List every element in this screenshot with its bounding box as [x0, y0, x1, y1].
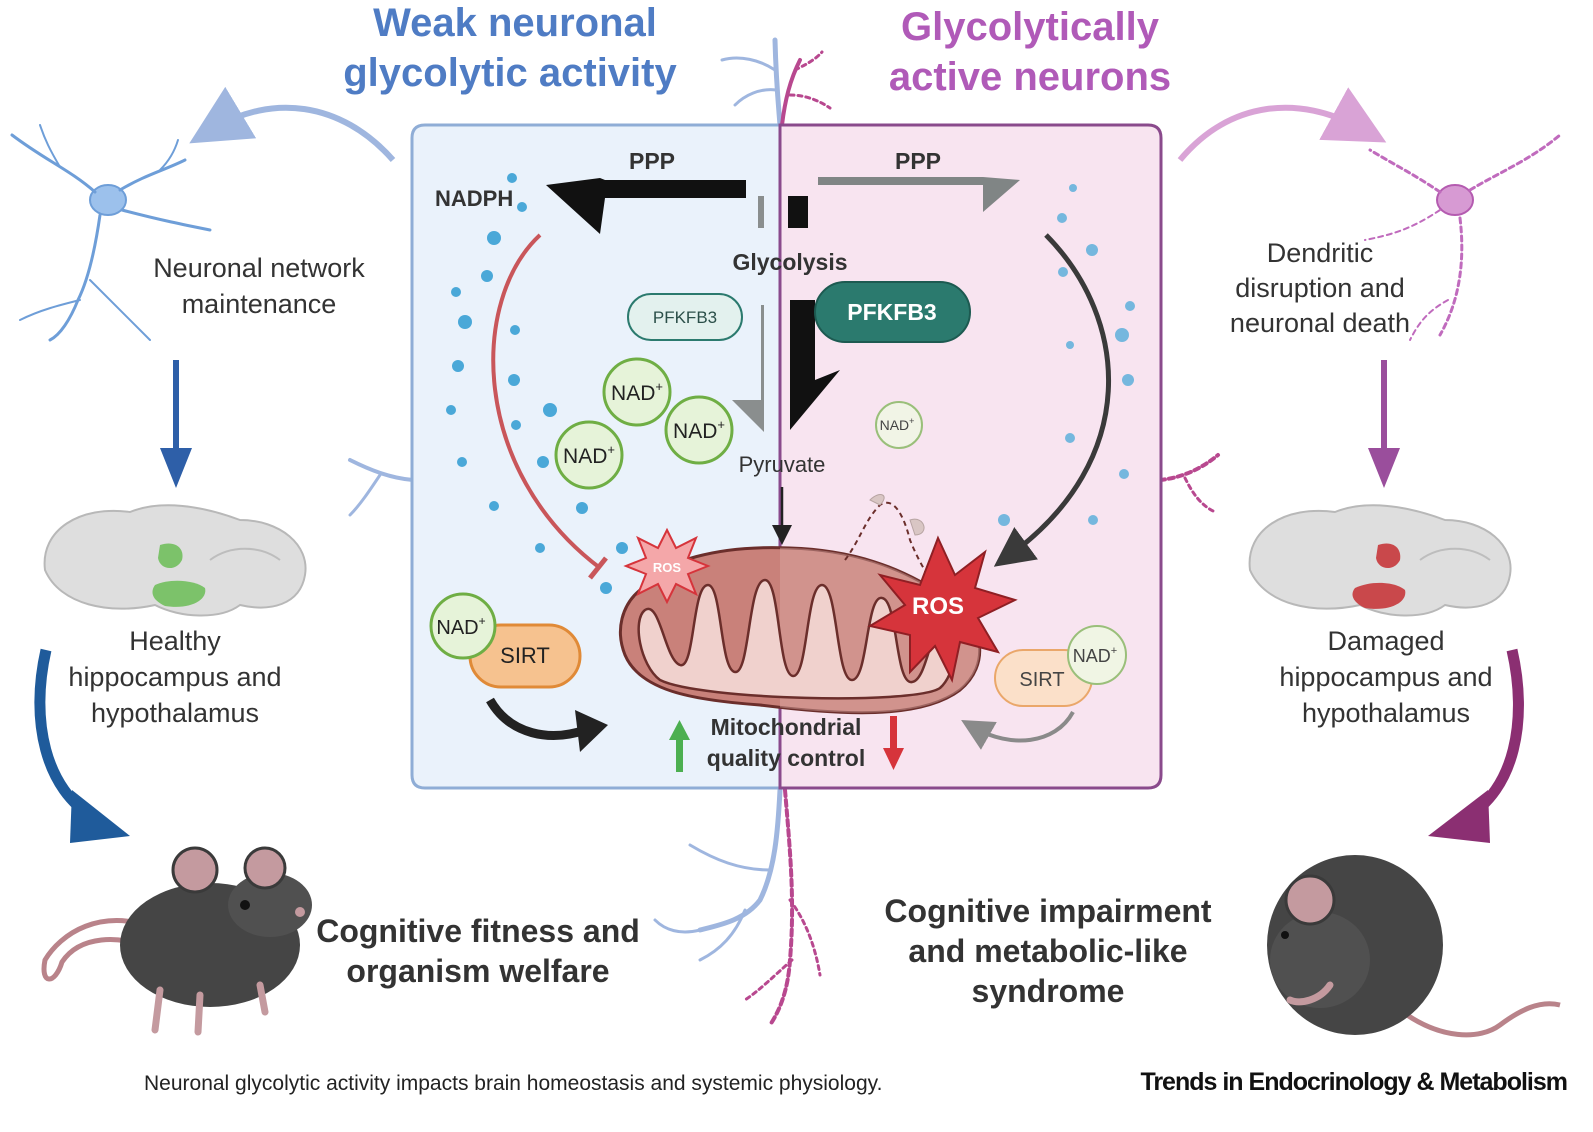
right-outcome-line2: and metabolic-like [908, 933, 1187, 969]
sirt-right-arrow-icon [961, 710, 1075, 750]
svg-text:NAD+: NAD+ [673, 417, 725, 443]
journal-name: Trends in Endocrinology & Metabolism [1140, 1068, 1568, 1096]
nad-sup-small: + [909, 416, 914, 426]
svg-text:NAD+: NAD+ [436, 614, 485, 639]
left-title-line2: glycolytic activity [343, 51, 677, 95]
impaired-mouse-icon [1267, 855, 1561, 1038]
nad-sup-sirt-left: + [479, 614, 486, 628]
pfkfb3-large-pill: PFKFB3 [814, 281, 971, 343]
mqc-label-line1: Mitochondrial [711, 714, 862, 740]
right-brain-label-line1: Damaged [1327, 626, 1444, 656]
svg-text:NAD+: NAD+ [563, 442, 615, 468]
figure-caption: Neuronal glycolytic activity impacts bra… [144, 1072, 883, 1095]
mqc-label-line2: quality control [707, 745, 865, 771]
pfkfb3-large-label: PFKFB3 [847, 299, 936, 325]
nad-circle-1: NAD+ [602, 357, 672, 427]
svg-text:NAD+: NAD+ [1073, 645, 1117, 666]
nad-label-1: NAD [611, 382, 655, 405]
right-neuron-label-line2: disruption and [1235, 273, 1405, 303]
nad-circle-small: NAD+ [875, 401, 923, 449]
sirt-left-arrow-icon [486, 697, 587, 740]
nad-label-small: NAD [880, 417, 910, 433]
right-curved-arrow-bottom-icon [1428, 648, 1524, 843]
healthy-brain-icon [43, 504, 307, 617]
nad-label-sirt-right: NAD [1073, 646, 1111, 666]
nadph-dots-right [998, 184, 1135, 526]
nadph-dots-left [446, 173, 628, 594]
ros-small-burst-icon: ROS [623, 527, 711, 605]
center-dendrite-bottom-icon [653, 787, 822, 1027]
svg-text:NAD+: NAD+ [611, 379, 663, 405]
ros-large-label: ROS [912, 593, 964, 620]
left-outcome-line2: organism welfare [346, 953, 609, 989]
right-brain-label-line2: hippocampus and [1279, 662, 1492, 692]
sirt-left-label: SIRT [500, 643, 550, 668]
sirt-left-arrowhead-icon [575, 710, 608, 752]
right-down-arrow-icon [1368, 360, 1400, 488]
nad-sup-sirt-right: + [1111, 645, 1117, 657]
nad-label-3: NAD [563, 445, 607, 468]
ppp-left-label: PPP [629, 148, 675, 174]
right-neuron-label-line1: Dendritic [1267, 238, 1374, 268]
ppp-arrow-left-icon [546, 178, 746, 234]
mqc-down-arrow-icon [883, 716, 904, 770]
sirt-left-group: SIRT NAD+ [429, 592, 582, 689]
left-down-arrow-icon [160, 360, 192, 488]
nad-label-sirt-left: NAD [436, 617, 478, 639]
nad-sup-2: + [717, 417, 725, 432]
damaged-brain-icon [1248, 504, 1512, 617]
left-neuron-label-line1: Neuronal network [153, 253, 365, 283]
sirt-right-label: SIRT [1019, 669, 1064, 691]
damaged-neuron-icon [1364, 133, 1562, 341]
right-title-line1: Glycolytically [901, 5, 1160, 49]
nadph-inhibition-icon [491, 233, 608, 580]
right-neuron-label-line3: neuronal death [1230, 308, 1410, 338]
nad-circle-3: NAD+ [554, 420, 624, 490]
right-brain-label-line3: hypothalamus [1302, 698, 1470, 728]
left-brain-label-line1: Healthy [129, 626, 221, 656]
left-brain-label-line3: hypothalamus [91, 698, 259, 728]
nadph-label: NADPH [435, 186, 513, 211]
right-outcome-line3: syndrome [972, 973, 1125, 1009]
nad-circle-2: NAD+ [664, 395, 734, 465]
svg-text:NAD+: NAD+ [880, 416, 915, 433]
mqc-up-arrow-icon [669, 720, 690, 772]
left-curved-arrow-bottom-icon [34, 648, 130, 843]
ros-small-label: ROS [653, 560, 682, 575]
healthy-neuron-icon [10, 124, 212, 342]
nad-sup-1: + [655, 379, 663, 394]
sirt-right-group: SIRT NAD+ [994, 625, 1127, 707]
right-outcome-line1: Cognitive impairment [884, 893, 1212, 929]
nad-sup-3: + [607, 442, 615, 457]
right-curved-arrow-top-icon [1177, 87, 1387, 162]
glycolysis-arrows-icon [732, 196, 840, 432]
ppp-right-label: PPP [895, 148, 941, 174]
left-brain-label-line2: hippocampus and [68, 662, 281, 692]
nad-label-2: NAD [673, 420, 717, 443]
pyruvate-label: Pyruvate [739, 452, 826, 477]
panel-side-dendrites-icon [348, 453, 1220, 517]
left-curved-arrow-top-icon [189, 86, 396, 162]
ros-large-burst-icon: ROS [867, 535, 1018, 684]
center-dendrite-top-icon [720, 37, 832, 128]
pfkfb3-small-pill: PFKFB3 [627, 293, 743, 341]
left-outcome-line1: Cognitive fitness and [316, 913, 640, 949]
left-title-line1: Weak neuronal [373, 1, 657, 45]
pfkfb3-small-label: PFKFB3 [653, 308, 717, 327]
left-neuron-label-line2: maintenance [182, 289, 337, 319]
right-title-line2: active neurons [889, 55, 1171, 99]
ppp-arrow-right-icon [818, 177, 1020, 212]
ros-increase-arrow-icon [993, 233, 1112, 567]
healthy-mouse-icon [41, 846, 312, 1036]
glycolysis-label: Glycolysis [732, 249, 847, 275]
